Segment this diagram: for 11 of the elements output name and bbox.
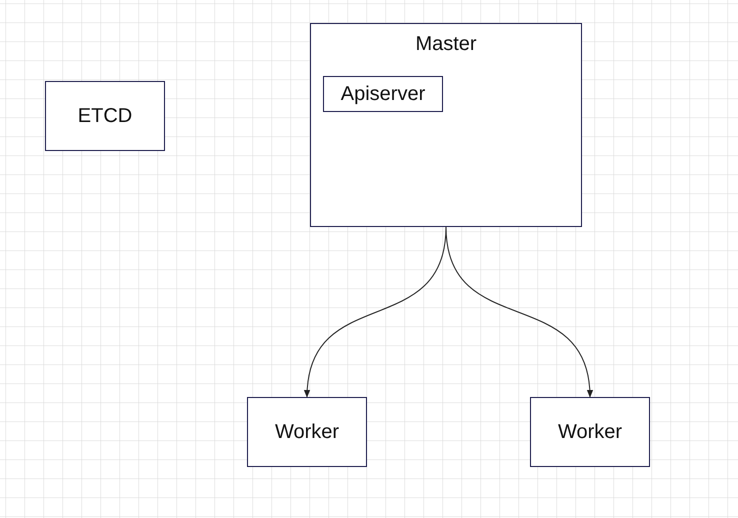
box-label: ETCD [78, 104, 132, 128]
process-box [530, 397, 650, 467]
process-box [45, 81, 165, 151]
container-box [310, 23, 582, 227]
box-label: Worker [558, 420, 622, 444]
box-label: Worker [274, 420, 340, 444]
process-box [247, 397, 367, 467]
curved-arrow [446, 226, 592, 398]
process-box [323, 76, 443, 112]
box-label: Master [415, 32, 477, 57]
box-label: Apiserver [340, 82, 426, 106]
